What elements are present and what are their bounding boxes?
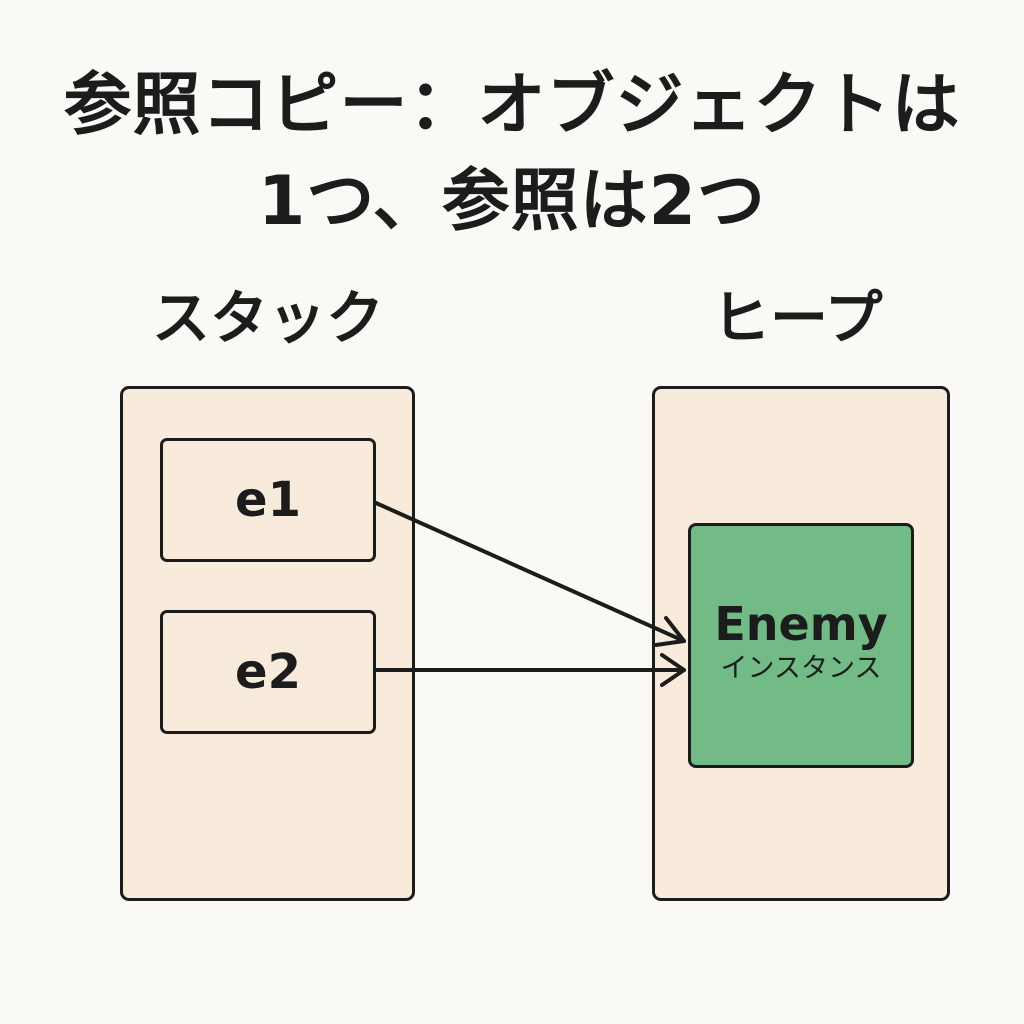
stack-label: スタック [152,284,385,352]
title-line-2: 1つ、参照は2つ [258,162,766,241]
stack-var-e1: e1 [160,438,376,562]
instance-class-name: Enemy [714,596,888,651]
reference-arrow-e1 [374,501,686,647]
reference-arrow-e2 [374,653,686,687]
instance-kind-label: インスタンス [720,652,882,684]
title-line-1: 参照コピー：オブジェクトは [63,66,961,145]
heap-label: ヒープ [712,284,883,352]
stack-var-e2: e2 [160,610,376,734]
enemy-instance-box: Enemy インスタンス [688,523,914,768]
diagram-title: 参照コピー：オブジェクトは 1つ、参照は2つ [0,58,1024,250]
